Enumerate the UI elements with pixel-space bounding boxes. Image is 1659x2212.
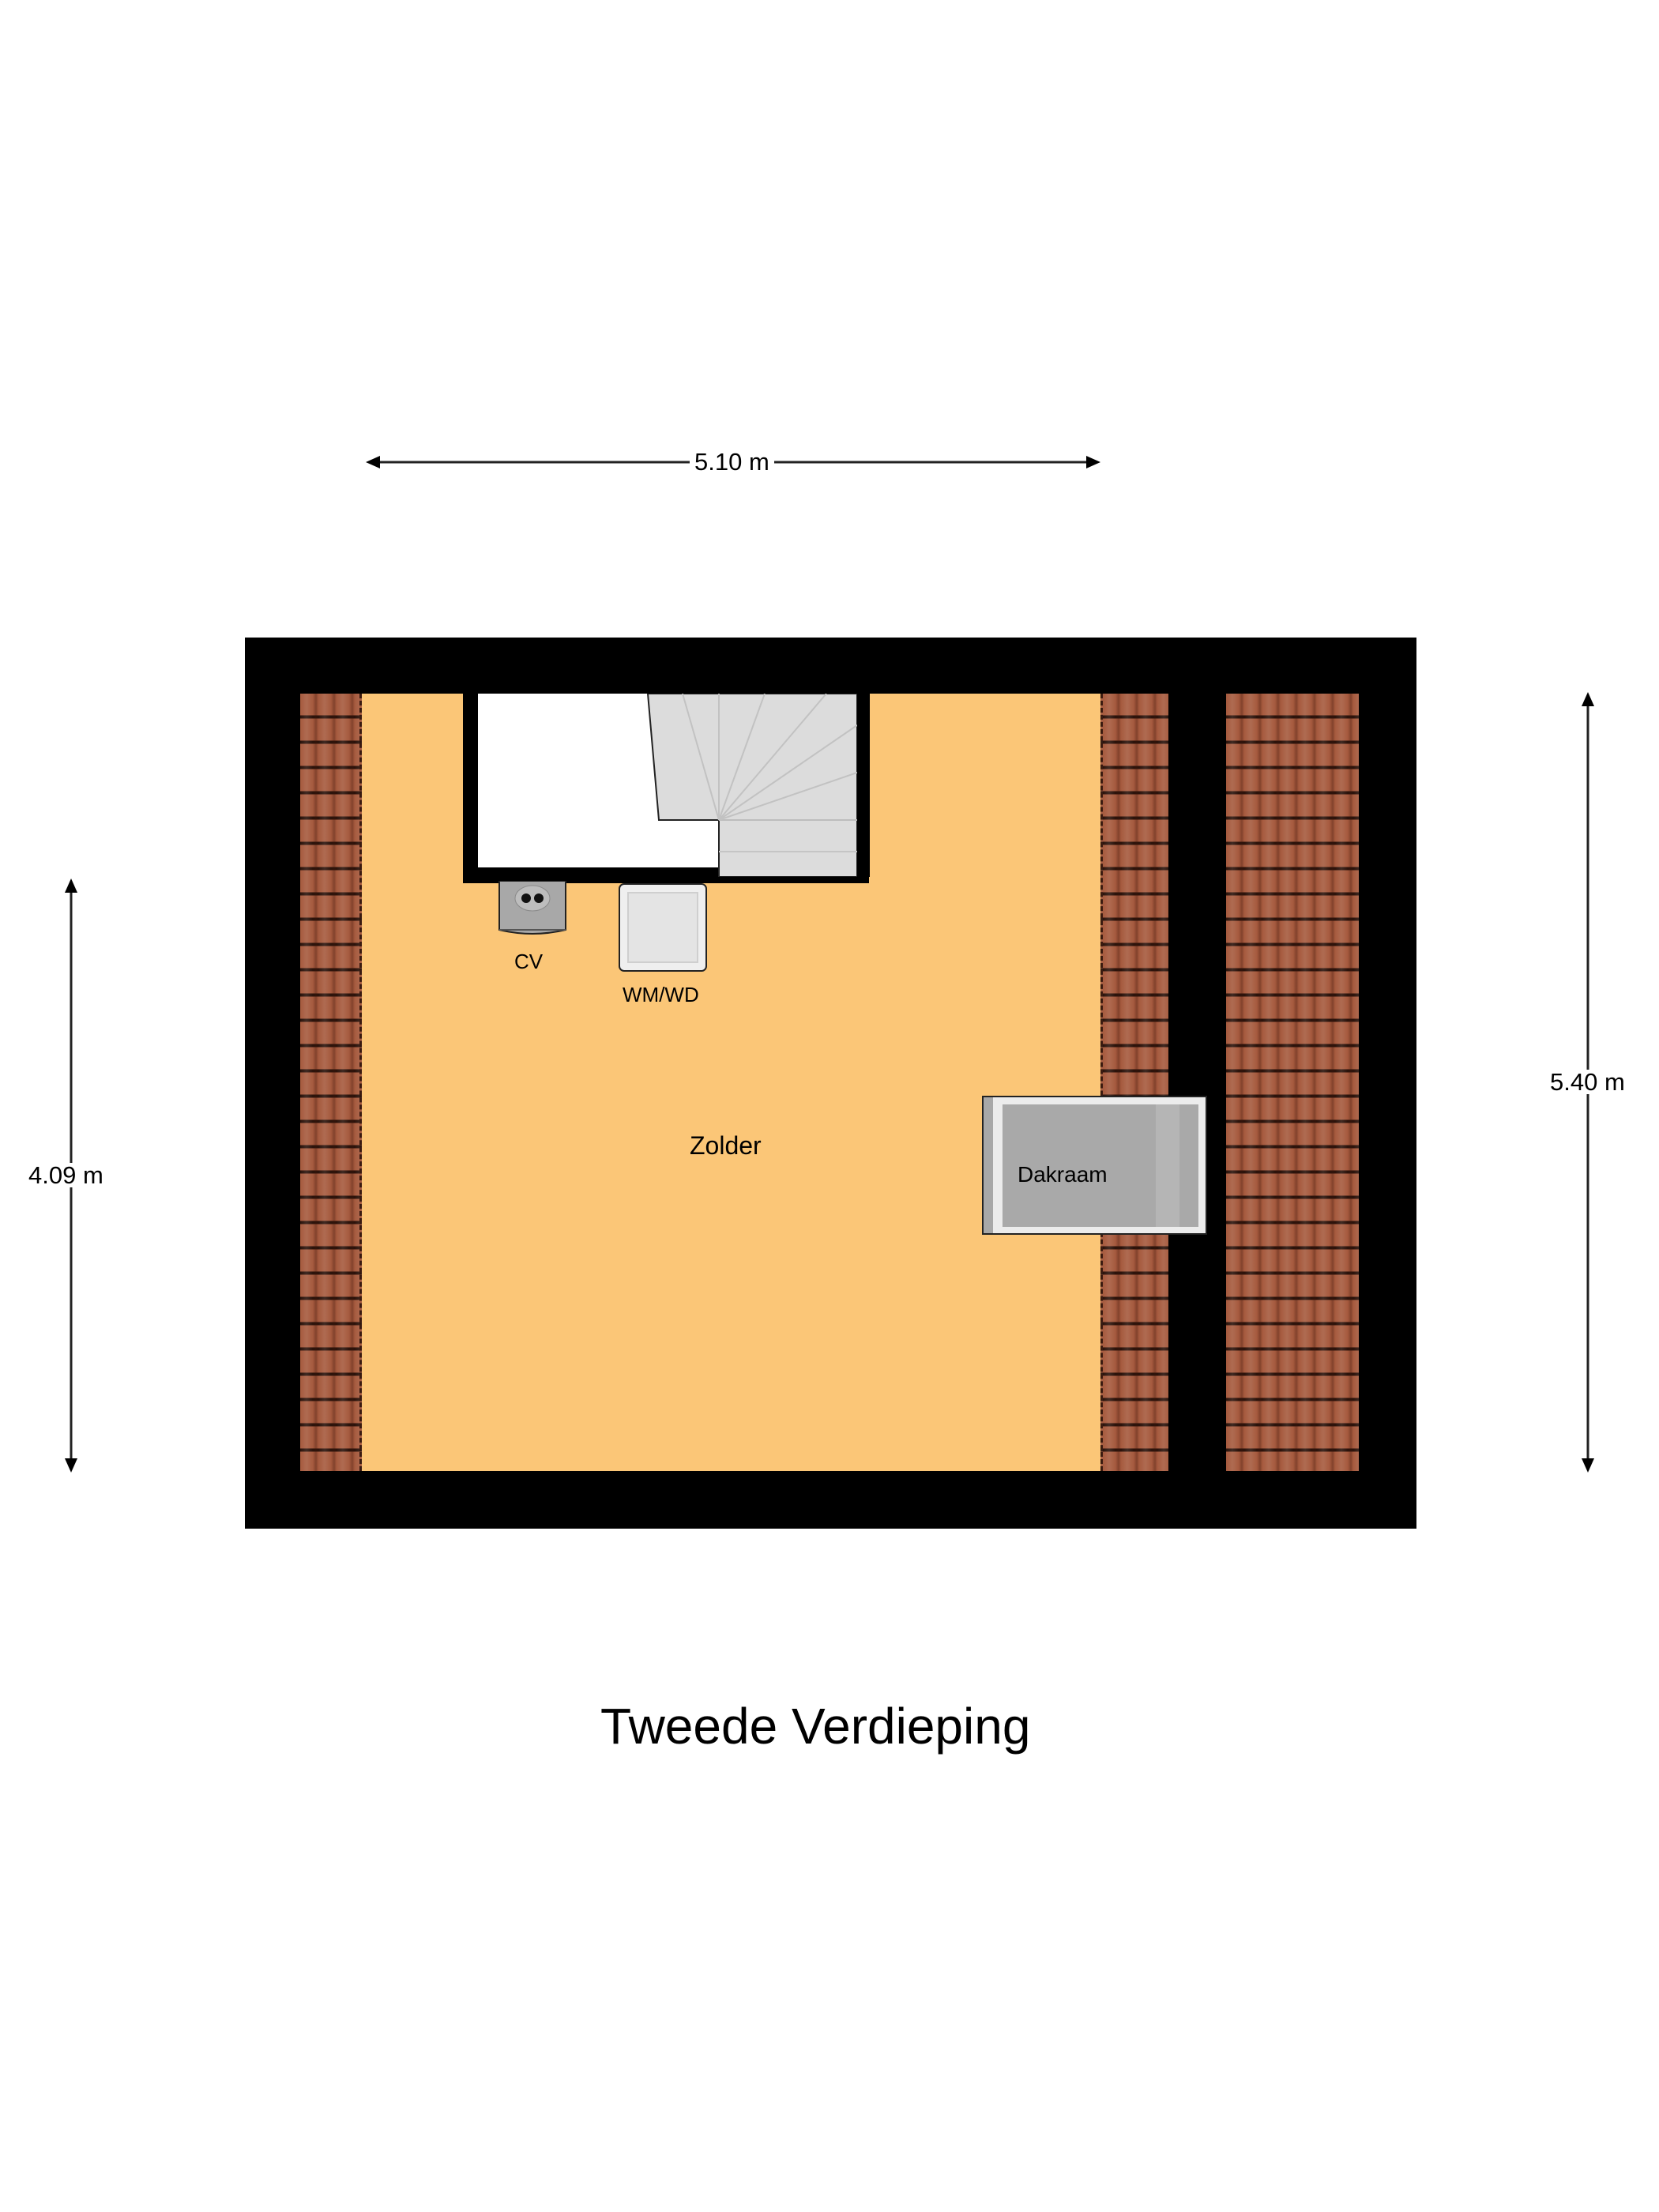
boiler-icon (498, 881, 566, 935)
dimension-right: 5.40 m (1545, 692, 1630, 1473)
roof-slope-right (1226, 694, 1359, 1471)
dimension-label-left-height: 4.09 m (24, 1163, 108, 1187)
staircase (646, 694, 857, 877)
roof-slope-middle (1100, 694, 1168, 1471)
cv-label: CV (514, 950, 544, 973)
stairwell-side-wall (857, 694, 870, 877)
cv-boiler (498, 881, 566, 941)
floor-title: Tweede Verdieping (600, 1698, 1031, 1755)
dimension-left: 4.09 m (24, 878, 108, 1473)
washing-machine (619, 883, 707, 973)
dimension-label-width: 5.10 m (690, 450, 774, 474)
skylight-icon (982, 1096, 1207, 1235)
winding-stairs-icon (646, 694, 857, 877)
room-label-zolder: Zolder (690, 1131, 762, 1160)
dimension-top: 5.10 m (366, 450, 1100, 474)
skylight-label: Dakraam (1018, 1162, 1108, 1187)
washer-icon (619, 883, 707, 972)
skylight: Dakraam (982, 1096, 1207, 1235)
roof-slope-left (300, 694, 362, 1471)
dimension-label-right-height: 5.40 m (1545, 1070, 1630, 1094)
washer-label: WM/WD (623, 983, 699, 1006)
